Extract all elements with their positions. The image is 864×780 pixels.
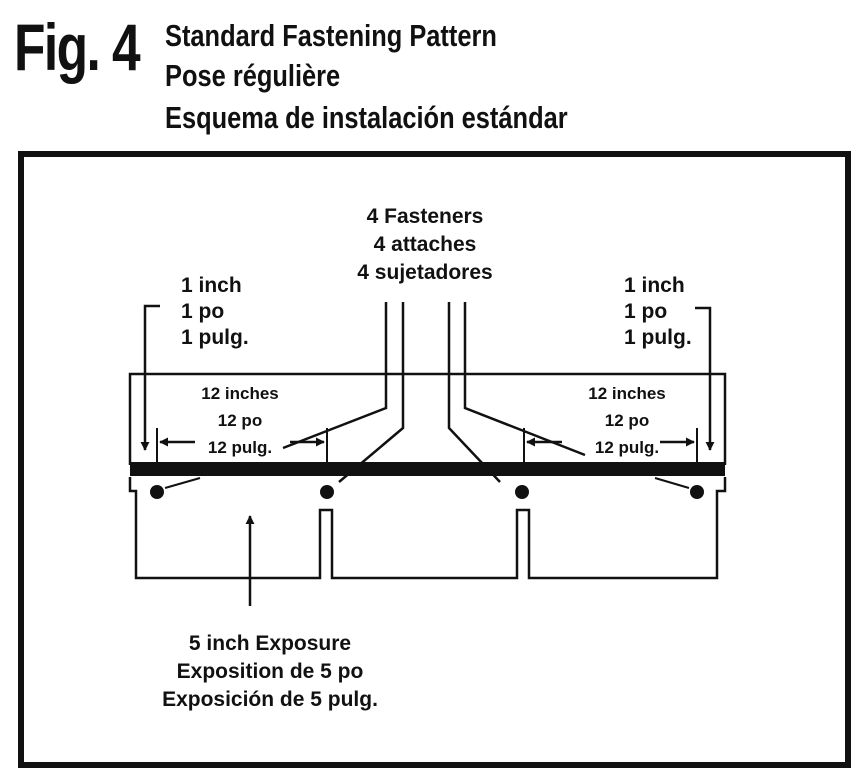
- spacing-right-label-en: 12 inches: [588, 384, 666, 403]
- fastener-2: [320, 485, 334, 499]
- fastener-leader-4: [654, 477, 690, 489]
- spacing-left-label-es: 12 pulg.: [208, 438, 272, 457]
- fasteners-label-en: 4 Fasteners: [367, 205, 484, 228]
- edge-left-label-en: 1 inch: [181, 274, 242, 297]
- edge-arrow-right: [695, 306, 715, 451]
- spacing-left-label: 12 inches 12 po 12 pulg.: [201, 384, 279, 457]
- fastener-leader-1: [164, 477, 201, 489]
- sealant-strip: [130, 462, 725, 476]
- fastener-4: [690, 485, 704, 499]
- spacing-right-label: 12 inches 12 po 12 pulg.: [588, 384, 666, 457]
- spacing-left-label-fr: 12 po: [218, 411, 262, 430]
- spacing-left-label-en: 12 inches: [201, 384, 279, 403]
- spacing-right-label-es: 12 pulg.: [595, 438, 659, 457]
- fasteners-label-es: 4 sujetadores: [357, 261, 492, 284]
- edge-left-label-fr: 1 po: [181, 300, 224, 323]
- figure-number: Fig. 4: [14, 10, 141, 84]
- fastener-1: [150, 485, 164, 499]
- exposure-label-fr: Exposition de 5 po: [177, 660, 364, 683]
- title-french: Pose régulière: [165, 58, 341, 93]
- edge-left-label-es: 1 pulg.: [181, 326, 249, 349]
- lower-shingle-tabs: [128, 477, 727, 580]
- spacing-right-label-fr: 12 po: [605, 411, 649, 430]
- edge-right-label-fr: 1 po: [624, 300, 667, 323]
- exposure-label-es: Exposición de 5 pulg.: [162, 688, 378, 711]
- edge-arrow-left: [140, 304, 160, 451]
- fasteners-label: 4 Fasteners 4 attaches 4 sujetadores: [357, 205, 492, 284]
- edge-right-label: 1 inch 1 po 1 pulg.: [624, 274, 692, 349]
- title-english: Standard Fastening Pattern: [165, 18, 497, 53]
- edge-right-label-es: 1 pulg.: [624, 326, 692, 349]
- fastener-3: [515, 485, 529, 499]
- exposure-label: 5 inch Exposure Exposition de 5 po Expos…: [162, 632, 378, 711]
- edge-left-label: 1 inch 1 po 1 pulg.: [181, 274, 249, 349]
- edge-right-label-en: 1 inch: [624, 274, 685, 297]
- fasteners-label-fr: 4 attaches: [374, 233, 477, 256]
- title-spanish: Esquema de instalación estándar: [165, 100, 568, 135]
- upper-shingle: [128, 372, 727, 465]
- exposure-label-en: 5 inch Exposure: [189, 632, 351, 655]
- diagram-frame: [18, 151, 851, 768]
- fastener-leaders: [282, 302, 586, 483]
